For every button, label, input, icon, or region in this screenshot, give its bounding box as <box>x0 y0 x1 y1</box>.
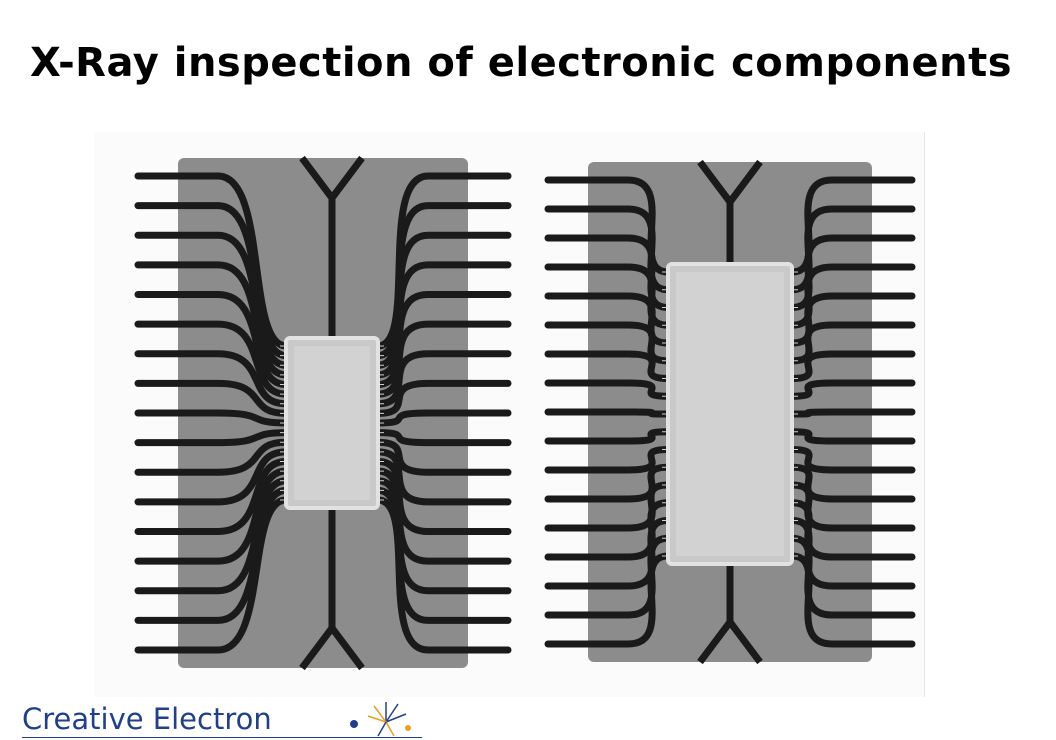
lead-trace <box>788 408 916 418</box>
lead-trace <box>544 428 672 445</box>
lead-trace <box>134 320 290 398</box>
lead-trace <box>374 320 512 398</box>
lead-trace <box>134 448 290 506</box>
lead-trace <box>544 408 672 418</box>
lead-trace <box>788 446 916 474</box>
lead-trace <box>788 292 916 347</box>
lead-trace <box>299 508 365 671</box>
lead-trace <box>134 477 290 595</box>
lead-trace <box>134 429 290 447</box>
lead-trace <box>134 172 290 350</box>
lead-trace <box>788 552 916 648</box>
lead-trace <box>788 234 916 311</box>
lead-trace <box>544 446 672 474</box>
logo-text: Creative Electron <box>22 702 272 736</box>
lead-trace <box>544 176 672 276</box>
lead-trace <box>134 379 290 417</box>
lead-trace <box>544 234 672 311</box>
die-surface <box>294 346 370 500</box>
chip-package-right <box>544 159 916 665</box>
lead-trace <box>697 564 763 665</box>
lead-trace <box>134 202 290 360</box>
page-title: X-Ray inspection of electronic component… <box>30 40 1013 86</box>
lead-trace <box>134 291 290 388</box>
lead-trace <box>544 552 672 648</box>
lead-trace <box>697 159 763 264</box>
lead-trace <box>544 379 672 400</box>
lead-trace <box>544 350 672 382</box>
lead-trace <box>544 292 672 347</box>
lead-trace <box>374 261 512 379</box>
lead-trace <box>374 438 512 476</box>
chip-package-left <box>134 155 512 671</box>
lead-trace <box>134 467 290 565</box>
lead-trace <box>134 261 290 379</box>
lead-trace <box>374 379 512 417</box>
lead-trace <box>788 379 916 400</box>
lead-trace <box>134 409 290 427</box>
lead-trace <box>134 350 290 408</box>
lead-trace <box>134 438 290 476</box>
lead-trace <box>788 428 916 445</box>
lead-trace <box>374 409 512 427</box>
lead-trace <box>134 231 290 369</box>
lead-trace <box>544 205 672 294</box>
lead-trace <box>374 350 512 408</box>
lead-trace <box>788 350 916 382</box>
xray-image <box>94 132 925 697</box>
lead-trace <box>374 496 512 654</box>
lead-trace <box>374 291 512 388</box>
lead-trace <box>134 458 290 535</box>
lead-trace <box>788 263 916 329</box>
lead-trace <box>134 496 290 654</box>
logo-underline <box>22 737 422 738</box>
lead-trace <box>788 176 916 276</box>
die-surface <box>676 272 784 556</box>
lead-trace <box>544 321 672 365</box>
lead-trace <box>788 321 916 365</box>
lead-trace <box>788 205 916 294</box>
company-logo: Creative Electron <box>22 700 442 738</box>
lead-trace <box>299 155 365 338</box>
lead-trace <box>374 429 512 447</box>
spark-burst-icon <box>350 702 411 737</box>
xray-image-canvas <box>134 155 916 671</box>
lead-trace <box>544 263 672 329</box>
